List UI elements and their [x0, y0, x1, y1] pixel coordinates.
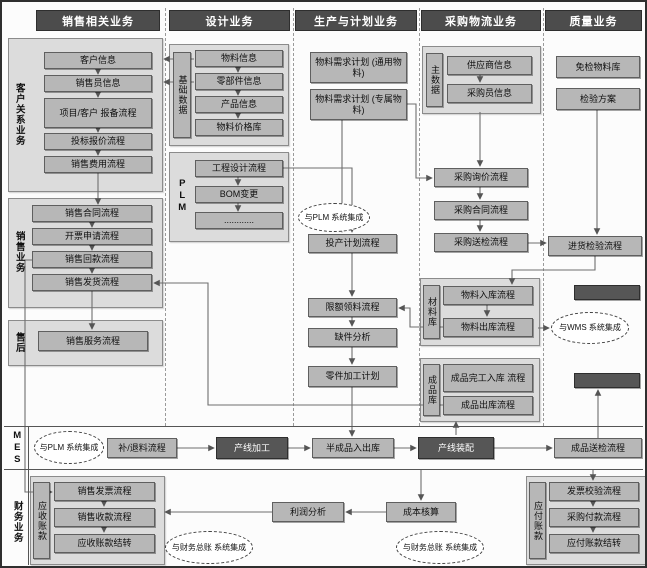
box-purchase-inquiry: 采购询价流程 [434, 168, 528, 187]
box-sales-contract: 销售合同流程 [32, 205, 152, 222]
header-procurement: 采购物流业务 [421, 10, 541, 31]
box-ar-carryover: 应收账款结转 [54, 534, 155, 553]
box-customer-info: 客户信息 [44, 52, 152, 69]
box-sales-receipt: 销售收款流程 [54, 508, 155, 527]
box-mrp-dedicated: 物料需求计划 (专属物料) [310, 89, 407, 120]
header-design: 设计业务 [169, 10, 290, 31]
vlabel-plm: PLM [176, 178, 188, 214]
column-separator [419, 8, 420, 426]
vlabel-mes: MES [11, 430, 23, 466]
box-bom-change: BOM变更 [195, 186, 283, 203]
box-refill-return: 补/退料流程 [107, 438, 177, 458]
box-bid-quote: 投标报价流程 [44, 133, 152, 150]
box-salesperson-info: 销售员信息 [44, 75, 152, 92]
vlabel-master-data: 主数据 [426, 53, 443, 107]
vlabel-accounts-receivable: 应收账款 [33, 482, 50, 559]
box-material-info: 物料信息 [195, 50, 283, 67]
header-production: 生产与计划业务 [295, 10, 417, 31]
box-purchase-inspection-send: 采购送检流程 [434, 233, 528, 252]
box-material-outbound: 物料出库流程 [443, 318, 533, 337]
box-parts-machining-plan: 零件加工计划 [308, 366, 397, 387]
box-parts-info: 零部件信息 [195, 73, 283, 90]
header-quality: 质量业务 [545, 10, 642, 31]
box-sales-expense: 销售费用流程 [44, 156, 152, 173]
dark-box-upper [574, 285, 640, 300]
vlabel-accounts-payable: 应付账款 [529, 482, 546, 559]
box-material-inbound: 物料入库流程 [443, 286, 533, 305]
box-line-assembly: 产线装配 [418, 437, 494, 459]
box-incoming-inspection: 进货检验流程 [548, 236, 642, 256]
ellipse-plm-integration-mes: 与PLM 系统集成 [34, 431, 104, 464]
box-mrp-general: 物料需求计划 (通用物料) [310, 52, 407, 83]
box-semi-in-out: 半成品入出库 [312, 438, 394, 458]
box-sales-service: 销售服务流程 [38, 331, 148, 351]
box-more-processes: ............ [195, 212, 283, 229]
box-purchase-payment: 采购付款流程 [549, 508, 639, 527]
row-label-divider [28, 426, 29, 565]
vlabel-finance: 财务业务 [11, 501, 23, 543]
box-quota-picking: 限额领料流程 [308, 298, 397, 317]
box-finished-inspection-send: 成品送检流程 [554, 438, 642, 458]
box-supplier-info: 供应商信息 [447, 56, 532, 75]
box-invoice-request: 开票申请流程 [32, 228, 152, 245]
ellipse-wms-integration: 与WMS 系统集成 [551, 312, 629, 344]
ellipse-gl-integration-right: 与财务总账 系统集成 [396, 531, 484, 564]
box-ap-carryover: 应付账款结转 [549, 534, 639, 553]
vlabel-finished-store: 成品库 [423, 364, 440, 416]
box-cost-accounting: 成本核算 [386, 502, 456, 522]
box-purchase-contract: 采购合同流程 [434, 201, 528, 220]
box-finished-inbound: 成品完工入库 流程 [443, 364, 533, 392]
ellipse-plm-integration-design: 与PLM 系统集成 [298, 203, 370, 232]
box-line-machining: 产线加工 [216, 437, 288, 459]
box-sales-delivery: 销售发货流程 [32, 274, 152, 291]
column-separator [165, 8, 166, 426]
box-invoice-verification: 发票校验流程 [549, 482, 639, 501]
vlabel-sales-business: 销售业务 [13, 231, 25, 273]
column-separator [543, 8, 544, 426]
header-sales: 销售相关业务 [36, 10, 160, 31]
box-sales-invoice: 销售发票流程 [54, 482, 155, 501]
vlabel-customer-relations: 客户关系业务 [13, 82, 25, 146]
box-shortage-analysis: 缺件分析 [308, 328, 397, 347]
box-product-info: 产品信息 [195, 96, 283, 113]
box-sales-collection: 销售回款流程 [32, 251, 152, 268]
box-buyer-info: 采购员信息 [447, 84, 532, 103]
box-exempt-material: 免检物料库 [556, 56, 640, 78]
dark-box-lower [574, 373, 640, 388]
vlabel-base-data: 基础数据 [173, 52, 191, 138]
box-profit-analysis: 利润分析 [272, 502, 344, 522]
column-separator [293, 8, 294, 426]
box-inspection-plan: 检验方案 [556, 88, 640, 110]
box-engineering-design: 工程设计流程 [195, 160, 283, 177]
mes-row-divider [4, 426, 643, 427]
vlabel-after-sales: 售后 [13, 331, 25, 353]
ellipse-gl-integration-left: 与财务总账 系统集成 [165, 531, 253, 564]
finance-row-divider [4, 469, 643, 470]
box-production-plan: 投产计划流程 [308, 234, 397, 253]
box-finished-outbound: 成品出库流程 [443, 396, 533, 415]
box-project-report: 项目/客户 报备流程 [44, 98, 152, 128]
vlabel-material-store: 材料库 [423, 285, 440, 339]
box-material-price: 物料价格库 [195, 119, 283, 136]
